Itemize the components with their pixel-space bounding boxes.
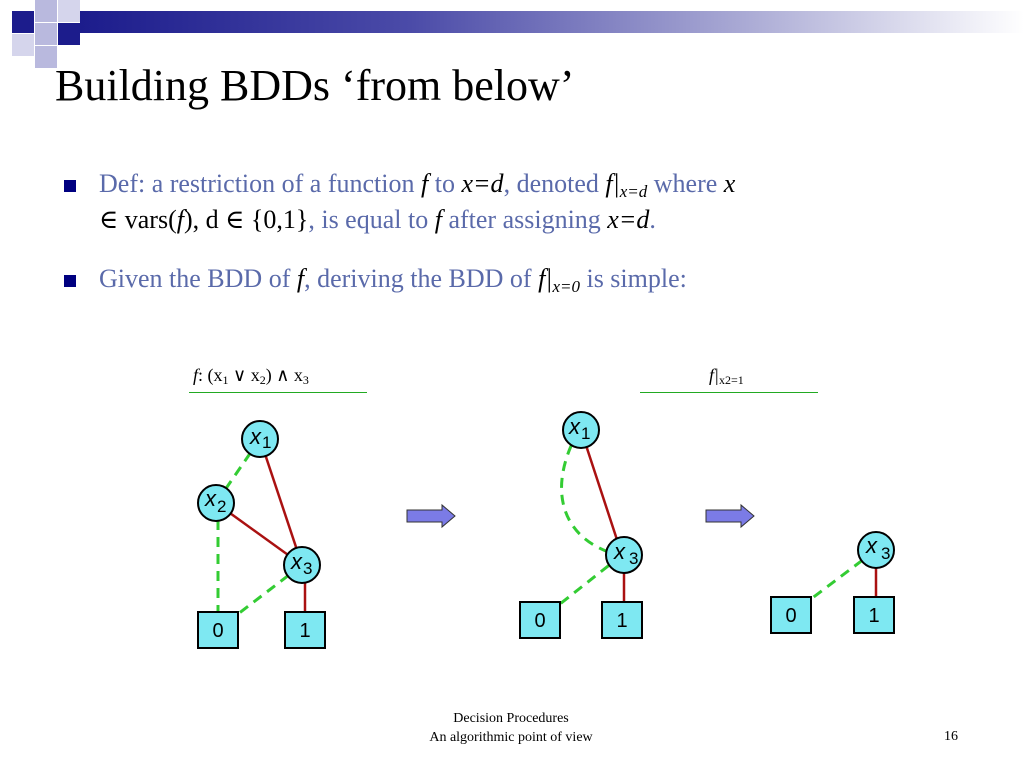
page-number: 16: [944, 729, 958, 744]
figure-label-restriction: f|x2=1: [709, 365, 744, 387]
figure-label-underline: [640, 392, 818, 393]
svg-text:3: 3: [881, 544, 890, 563]
svg-text:x: x: [865, 533, 878, 558]
slide-title: Building BDDs ‘from below’: [55, 61, 575, 110]
dashed-edge: [559, 553, 623, 606]
terminal-0: 0: [770, 596, 812, 634]
svg-text:1: 1: [581, 424, 590, 443]
svg-text:3: 3: [303, 559, 312, 578]
node-x1: x 1: [241, 420, 279, 458]
terminal-1: 1: [284, 611, 326, 649]
footer-line: An algorithmic point of view: [429, 730, 593, 745]
footer-line: Decision Procedures: [453, 711, 569, 726]
bdd1-edges: [214, 438, 307, 616]
svg-text:0: 0: [534, 610, 545, 632]
header-gradient-bar: [80, 11, 1024, 33]
svg-text:1: 1: [299, 620, 310, 642]
dashed-edge: [810, 548, 877, 601]
figure-label-underline: [189, 392, 367, 393]
node-x1: x 1: [562, 411, 600, 449]
svg-text:2: 2: [217, 497, 226, 516]
solid-edge: [258, 438, 304, 566]
terminal-0: 0: [519, 601, 561, 639]
bullet-given: Given the BDD of f, deriving the BDD of …: [99, 264, 687, 296]
transform-arrow: [705, 503, 755, 529]
deco-square: [12, 11, 34, 33]
svg-text:x: x: [249, 424, 262, 449]
svg-text:x: x: [568, 414, 581, 439]
transform-arrow: [406, 503, 456, 529]
terminal-1: 1: [853, 596, 895, 634]
svg-text:0: 0: [785, 605, 796, 627]
bullet-square: [64, 180, 76, 192]
node-x3: x 3: [857, 531, 895, 569]
svg-text:1: 1: [262, 433, 271, 452]
solid-edge: [579, 429, 624, 556]
node-x3: x 3: [283, 546, 321, 584]
svg-text:x: x: [290, 549, 303, 574]
svg-text:3: 3: [629, 549, 638, 568]
deco-square: [58, 0, 80, 22]
bullet-square: [64, 275, 76, 287]
deco-square: [12, 34, 34, 56]
deco-square: [35, 0, 57, 22]
footer-source: Decision Procedures An algorithmic point…: [380, 709, 642, 747]
deco-square: [35, 23, 57, 45]
dashed-edge: [214, 438, 262, 504]
terminal-0: 0: [197, 611, 239, 649]
deco-square: [35, 46, 57, 68]
figure-label-function: f: (x1 ∨ x2) ∧ x3: [193, 365, 309, 387]
deco-square: [58, 23, 80, 45]
bullet-definition: Def: a restriction of a function f to x=…: [99, 169, 736, 234]
terminal-1: 1: [601, 601, 643, 639]
node-x3: x 3: [605, 536, 643, 574]
svg-text:x: x: [204, 486, 217, 511]
svg-text:1: 1: [868, 605, 879, 627]
node-x2: x 2: [197, 484, 235, 522]
svg-text:0: 0: [212, 620, 223, 642]
dashed-edge: [237, 563, 303, 616]
svg-text:x: x: [613, 539, 626, 564]
bdd2-edges: [559, 429, 626, 606]
svg-text:1: 1: [616, 610, 627, 632]
dashed-edge: [560, 429, 619, 557]
